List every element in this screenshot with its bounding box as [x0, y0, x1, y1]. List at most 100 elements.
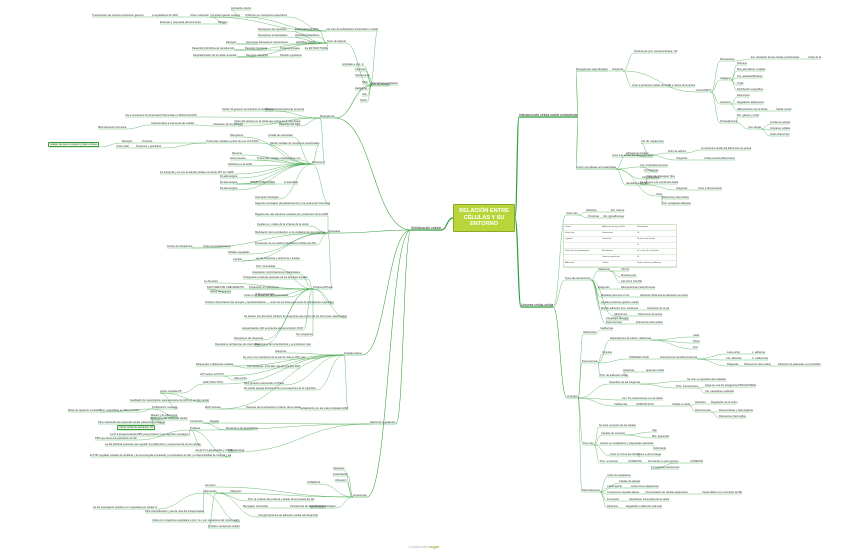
node-w11[interactable]: Interacciones hemidesmosomas: [660, 356, 698, 359]
node-c8[interactable]: Más liberación hormonal: [98, 126, 127, 129]
node-c9[interactable]: Receptores: [230, 134, 244, 137]
node-g11[interactable]: Facilitador de transcripción para expres…: [130, 399, 210, 402]
node-w24[interactable]: Prop. interacciones: [676, 385, 699, 388]
node-x9[interactable]: Unen a otra bodega: [638, 453, 661, 456]
node-w8[interactable]: Prot.: [693, 346, 699, 349]
node-x12[interactable]: Formando un poro acuoso: [648, 460, 679, 463]
node-n_c[interactable]: Quinasas: [328, 229, 341, 233]
node-r25[interactable]: Ácido hialurónico: [770, 133, 790, 136]
node-x3[interactable]: Canales de conexión: [601, 432, 626, 435]
node-f10[interactable]: Producir dimerización del receptor y aut…: [205, 301, 334, 304]
node-y11[interactable]: Dinámica: [607, 505, 618, 508]
node-a19[interactable]: Desarrollo hidrofílica de transducción: [192, 47, 235, 50]
node-w19[interactable]: Prot. de adhesión célula: [600, 374, 628, 377]
node-d8[interactable]: INTERCONEXIONES: [250, 181, 276, 184]
node-w26[interactable]: Cél. vasculares endotelio: [705, 390, 734, 393]
node-a1[interactable]: Las vías de señalización intracelular o …: [326, 28, 379, 31]
node-a17[interactable]: Receptor: [226, 41, 237, 44]
node-n_d[interactable]: Proteína ATPasa: [313, 286, 333, 289]
node-w2[interactable]: Adherentes: [583, 331, 597, 334]
node-a23[interactable]: Despolarización de la célula muscular: [193, 54, 237, 57]
node-e3[interactable]: Modulación de la producción en la oxidac…: [255, 231, 326, 234]
node-g3[interactable]: Responden a diferentes señales: [196, 363, 234, 366]
node-w17[interactable]: Filamentos intermedios: [744, 363, 771, 366]
node-i4[interactable]: AUSENCIA: [307, 481, 321, 484]
node-d7[interactable]: β2 adrenérgica: [220, 181, 238, 184]
node-w16[interactable]: C. cadherinas: [752, 357, 769, 360]
node-w9[interactable]: Vínculos: [602, 351, 612, 354]
node-a14[interactable]: Hidrofóbica/lipofílicos: [295, 34, 320, 37]
node-g5[interactable]: GTP activa: ACTIVO: [200, 373, 224, 376]
node-h13[interactable]: Llamado Ruta: [228, 449, 245, 452]
node-w20[interactable]: Integrinas: [623, 369, 635, 372]
node-h3[interactable]: Para mantenido de respuesta celular rela…: [98, 421, 166, 424]
node-a12[interactable]: Esteroides/hidrofílico: [295, 28, 320, 31]
node-e5[interactable]: Acción de citoquinona: [167, 245, 193, 248]
node-r17[interactable]: Estructural: [737, 94, 750, 97]
node-i5[interactable]: Aumento: [205, 484, 216, 487]
node-f11[interactable]: Se activan con dominios intranos de rece…: [244, 315, 347, 318]
node-w29[interactable]: HOMOFÍLICAS: [636, 403, 654, 406]
node-s10[interactable]: Sí integrinas: [644, 169, 659, 172]
node-n_e[interactable]: Células diana: [344, 351, 362, 355]
node-a9[interactable]: Difusión: [218, 21, 228, 24]
node-s9[interactable]: Cél. a hipodesmosomas: [640, 164, 668, 167]
node-c6[interactable]: Reacción del lugar: [279, 123, 301, 126]
node-s17[interactable]: Otros: [656, 193, 663, 196]
node-g16[interactable]: Masa de siguiente nucleador: [68, 409, 102, 412]
node-h7[interactable]: Mecanismo de degradación: [226, 427, 258, 430]
node-v1[interactable]: Tipos de interacciones: [565, 277, 591, 280]
node-h11[interactable]: El TOR regulado coiliado de proliferar y…: [90, 454, 232, 457]
node-f12[interactable]: Autoactivación JAK la proteína de transc…: [242, 327, 304, 330]
node-x10[interactable]: Prot. conexinas: [600, 460, 618, 463]
node-f4[interactable]: Le domestic: [204, 280, 218, 283]
node-b2[interactable]: Acoplado a prot. G: [342, 63, 364, 66]
node-b5[interactable]: RGS: [362, 81, 368, 84]
node-a7[interactable]: Transducción de manera producción genera…: [92, 14, 144, 17]
node-r5[interactable]: GLICOPROT: [696, 89, 712, 92]
node-r9[interactable]: Proteoglicanos: [720, 120, 738, 123]
node-a24[interactable]: Receptor nicotínico: [246, 54, 269, 57]
node-b1[interactable]: Receptores acoplados: [372, 82, 398, 85]
node-c14[interactable]: Proteínas y guanidina: [136, 145, 162, 148]
node-g12[interactable]: Proliferación muscular: [152, 406, 178, 409]
node-w30[interactable]: Células a célula: [672, 403, 691, 406]
node-w5[interactable]: Dependientes de calcio: cadherinas: [610, 337, 652, 340]
node-s11[interactable]: Cél plaquetaria: [642, 176, 660, 179]
node-x13[interactable]: CONEXÓN: [690, 460, 704, 463]
node-u2[interactable]: Adhesión: [586, 209, 597, 212]
node-c5[interactable]: Unión del sistema en la célula que activ…: [234, 120, 301, 123]
node-r16[interactable]: Distribución específica: [737, 88, 763, 91]
node-f13[interactable]: Sin receptores: [296, 333, 313, 336]
node-a16[interactable]: Hidrofilos sexual: [296, 41, 316, 44]
node-g13[interactable]: MAP quinasa: [205, 406, 221, 409]
node-b3[interactable]: Citocinas: [355, 68, 366, 71]
node-w14[interactable]: Plaquetas: [727, 363, 739, 366]
node-s6[interactable]: A estructura similar del filamentos de a…: [701, 147, 752, 150]
node-e4[interactable]: Producción de los ácidos hidrofílicos In…: [255, 242, 317, 245]
node-w12[interactable]: Laca carbo.: [727, 351, 741, 354]
node-y10[interactable]: Separación incompleta de la célula: [629, 498, 670, 501]
node-r21[interactable]: Rm. glicano y GAG: [737, 114, 760, 117]
node-y8[interactable]: Canal abierto con extensión de RE: [702, 491, 743, 494]
node-a15[interactable]: Receptores transmisores: [259, 41, 288, 44]
node-r20[interactable]: Célula neural: [776, 108, 792, 111]
node-w23[interactable]: Se unen a superficie del endotelio: [687, 378, 727, 381]
node-d2[interactable]: Interconexión: [230, 157, 246, 160]
node-w34[interactable]: Desmocolinas y desmogleína: [719, 409, 753, 412]
node-e6[interactable]: Unión a la fosfoproteína: [203, 245, 231, 248]
node-v4[interactable]: Mucinas prot.: [621, 274, 637, 277]
node-e9[interactable]: La vía intensivas y activar de c kinasa: [256, 257, 300, 260]
node-n_b[interactable]: Proteína G: [312, 161, 325, 164]
node-w35[interactable]: Filamentos intermedios: [719, 415, 746, 418]
node-w27[interactable]: Ca Y Fe interacciones con la célula: [622, 397, 663, 400]
node-x4[interactable]: Gap: [652, 429, 657, 432]
node-r23[interactable]: Contienen azúcar: [770, 121, 791, 124]
node-x5[interactable]: Már. pequeñas: [652, 435, 670, 438]
node-v3[interactable]: CD-CA: [621, 268, 630, 271]
node-d10[interactable]: β3 adrenérgica: [220, 187, 238, 190]
node-a10[interactable]: Estímulo y respuesta efectora lenta: [160, 21, 201, 24]
node-w33[interactable]: Regulación de la unión: [711, 401, 738, 404]
node-x11[interactable]: CONEXINA: [628, 460, 642, 463]
node-d1[interactable]: Neurona: [232, 152, 242, 155]
